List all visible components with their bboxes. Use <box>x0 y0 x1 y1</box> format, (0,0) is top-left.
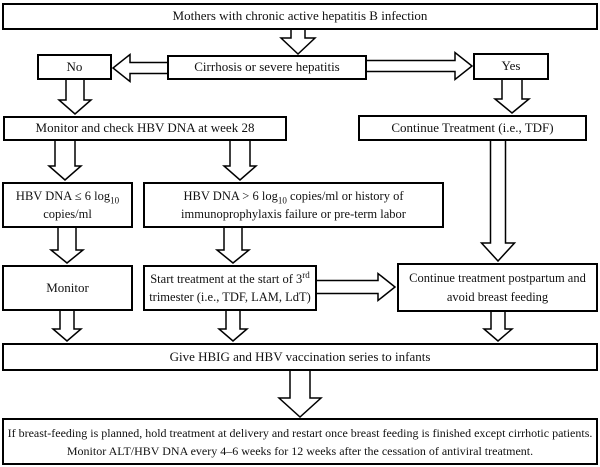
hbv-high-log-subscript: 10 <box>277 195 287 206</box>
start-treatment-line1-text: Start treatment at the start of 3 <box>150 271 303 286</box>
down-arrow-icon-yes-to-continue-treatment <box>492 80 532 114</box>
right-arrow-icon-start-treatment-to-postpartum <box>317 271 397 303</box>
postpartum-line1-text: Continue treatment postpartum and <box>409 271 586 286</box>
node-continue-treatment: Continue Treatment (i.e., TDF) <box>358 115 587 141</box>
hbv-high-line2-text: immunoprophylaxis failure or pre-term la… <box>181 207 406 221</box>
down-arrow-icon-hbig-to-final-note <box>277 371 323 419</box>
down-arrow-icon-check-to-hbv-low <box>47 141 83 181</box>
node-hbig: Give HBIG and HBV vaccination series to … <box>2 343 598 371</box>
node-hbig-label: Give HBIG and HBV vaccination series to … <box>169 348 431 364</box>
down-arrow-icon-check-to-hbv-high <box>222 141 258 181</box>
left-arrow-icon-decision-to-no <box>111 52 167 84</box>
node-final-note: If breast-feeding is planned, hold treat… <box>2 418 598 465</box>
node-no-label: No <box>66 58 83 74</box>
node-monitor: Monitor <box>2 265 133 311</box>
down-arrow-icon-continue-treatment-to-postpartum <box>479 141 517 263</box>
node-monitor-label: Monitor <box>46 279 89 295</box>
node-hbv-high-label: HBV DNA > 6 log10 copies/ml or history o… <box>181 187 406 223</box>
down-arrow-icon-start-treatment-to-hbig <box>216 311 250 342</box>
postpartum-line2-text: avoid breast feeding <box>446 289 549 304</box>
down-arrow-icon-hbv-low-to-monitor <box>48 228 86 264</box>
down-arrow-icon-postpartum-to-hbig <box>481 312 515 342</box>
node-decision: Cirrhosis or severe hepatitis <box>167 55 367 80</box>
start-treatment-ordinal-superscript: rd <box>302 269 310 280</box>
node-final-note-label: If breast-feeding is planned, hold treat… <box>8 424 593 460</box>
node-yes-label: Yes <box>501 58 521 74</box>
node-hbv-high: HBV DNA > 6 log10 copies/ml or history o… <box>143 182 444 228</box>
node-monitor-check-label: Monitor and check HBV DNA at week 28 <box>35 120 255 136</box>
down-arrow-icon-mothers-to-decision <box>279 30 317 56</box>
down-arrow-icon-no-to-monitor-check <box>57 80 93 115</box>
node-yes: Yes <box>473 53 549 80</box>
right-arrow-icon-decision-to-yes <box>367 50 474 82</box>
node-hbv-low-label: HBV DNA ≤ 6 log10 copies/ml <box>16 187 119 223</box>
node-hbv-low: HBV DNA ≤ 6 log10 copies/ml <box>2 182 133 228</box>
hbv-low-log-subscript: 10 <box>110 195 120 206</box>
node-monitor-check: Monitor and check HBV DNA at week 28 <box>3 116 287 141</box>
node-mothers: Mothers with chronic active hepatitis B … <box>2 3 598 30</box>
down-arrow-icon-monitor-to-hbig <box>50 311 84 342</box>
node-no: No <box>37 54 112 80</box>
node-start-treatment-label: Start treatment at the start of 3rd trim… <box>149 270 311 306</box>
hbv-high-line1-post-text: copies/ml or history of <box>286 188 404 203</box>
node-start-treatment: Start treatment at the start of 3rd trim… <box>143 265 317 311</box>
node-decision-label: Cirrhosis or severe hepatitis <box>194 59 340 75</box>
hbv-low-line2-text: copies/ml <box>43 207 92 221</box>
start-treatment-line2-text: trimester (i.e., TDF, LAM, LdT) <box>149 290 311 304</box>
node-postpartum-label: Continue treatment postpartum and avoid … <box>409 269 586 305</box>
final-note-line2-text: Monitor ALT/HBV DNA every 4–6 weeks for … <box>66 443 534 458</box>
hbv-high-line1-text: HBV DNA > 6 log <box>183 188 278 203</box>
node-mothers-label: Mothers with chronic active hepatitis B … <box>172 8 428 24</box>
down-arrow-icon-hbv-high-to-start-treatment <box>214 228 252 264</box>
node-continue-treatment-label: Continue Treatment (i.e., TDF) <box>391 119 554 135</box>
hbv-low-line1-text: HBV DNA ≤ 6 log <box>15 188 111 203</box>
final-note-line1-text: If breast-feeding is planned, hold treat… <box>7 425 593 440</box>
node-postpartum: Continue treatment postpartum and avoid … <box>397 263 598 312</box>
